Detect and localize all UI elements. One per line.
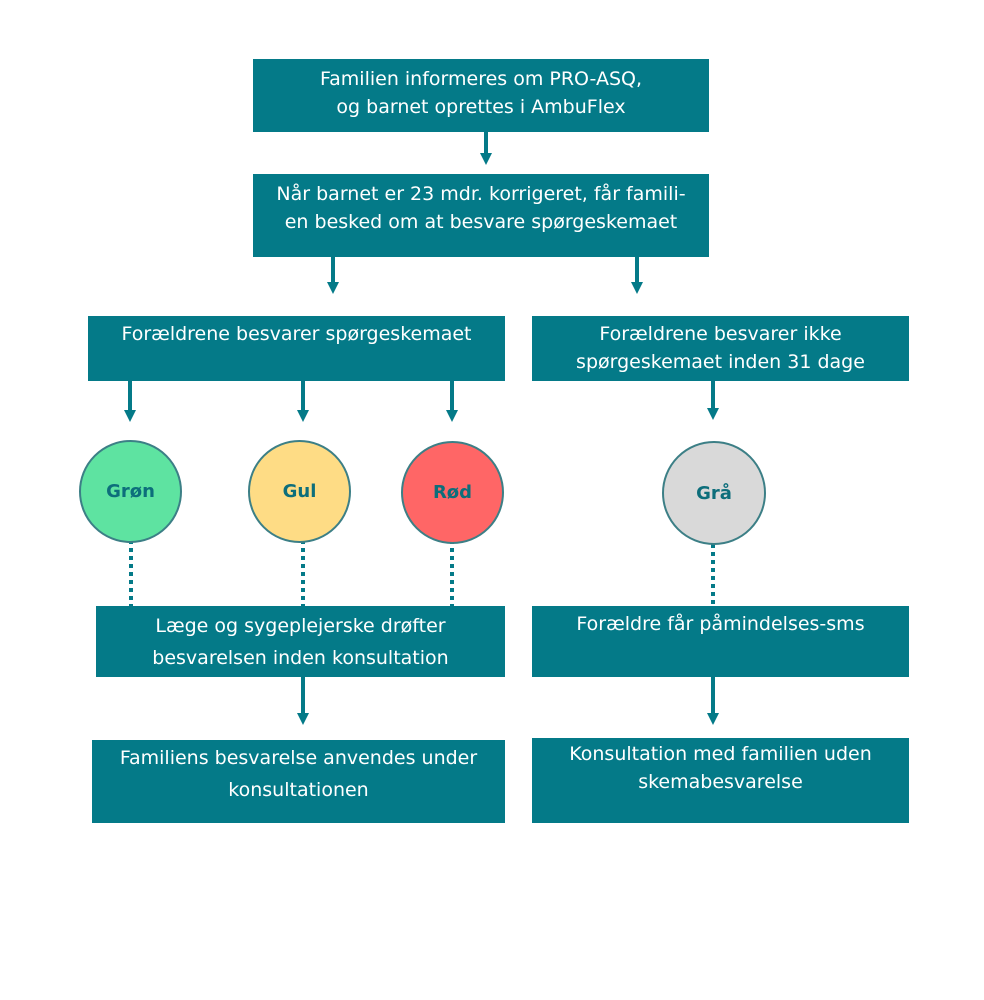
box-no-answer: Forældrene besvarer ikke spørgeskemaet i… bbox=[532, 316, 909, 381]
circle-gray: Grå bbox=[662, 441, 766, 545]
box-inform: Familien informeres om PRO-ASQ, og barne… bbox=[253, 59, 709, 132]
box-answers: Forældrene besvarer spørgeskemaet bbox=[88, 316, 505, 381]
circle-yellow: Gul bbox=[248, 440, 351, 543]
box-no-form: Konsultation med familien uden skemabesv… bbox=[532, 738, 909, 823]
box-notify: Når barnet er 23 mdr. korrigeret, får fa… bbox=[253, 174, 709, 257]
circle-green: Grøn bbox=[79, 440, 182, 543]
box-discuss: Læge og sygeplejerske drøfter besvarelse… bbox=[96, 606, 505, 677]
box-reminder: Forældre får påmindelses-sms bbox=[532, 606, 909, 677]
circle-red: Rød bbox=[401, 441, 504, 544]
box-use-answer: Familiens besvarelse anvendes under kons… bbox=[92, 740, 505, 823]
